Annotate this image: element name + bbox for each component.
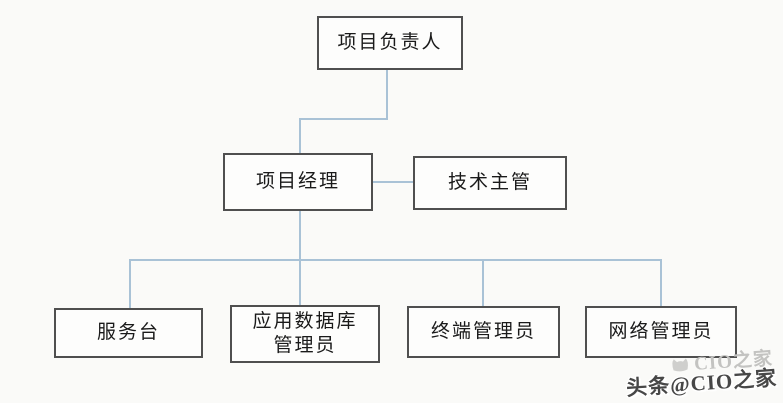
connector-drop-network — [660, 259, 662, 307]
connector-distributor — [129, 259, 662, 261]
connector-drop-service-desk — [129, 259, 131, 308]
node-project-leader: 项目负责人 — [317, 16, 463, 70]
node-app-db-admin: 应用数据库 管理员 — [230, 305, 380, 363]
connector-manager-tech — [373, 181, 413, 183]
connector-leader-step — [299, 118, 388, 120]
node-tech-supervisor: 技术主管 — [413, 156, 567, 210]
connector-leader-down — [386, 70, 388, 120]
node-service-desk: 服务台 — [54, 308, 203, 358]
node-network-admin: 网络管理员 — [585, 306, 737, 358]
watermark-main-text: 头条@CIO之家 — [625, 365, 778, 401]
node-project-manager: 项目经理 — [223, 153, 373, 211]
connector-drop-terminal — [482, 259, 484, 307]
connector-manager-children — [299, 211, 301, 306]
connector-manager-up — [299, 118, 301, 155]
node-terminal-admin: 终端管理员 — [407, 306, 560, 358]
